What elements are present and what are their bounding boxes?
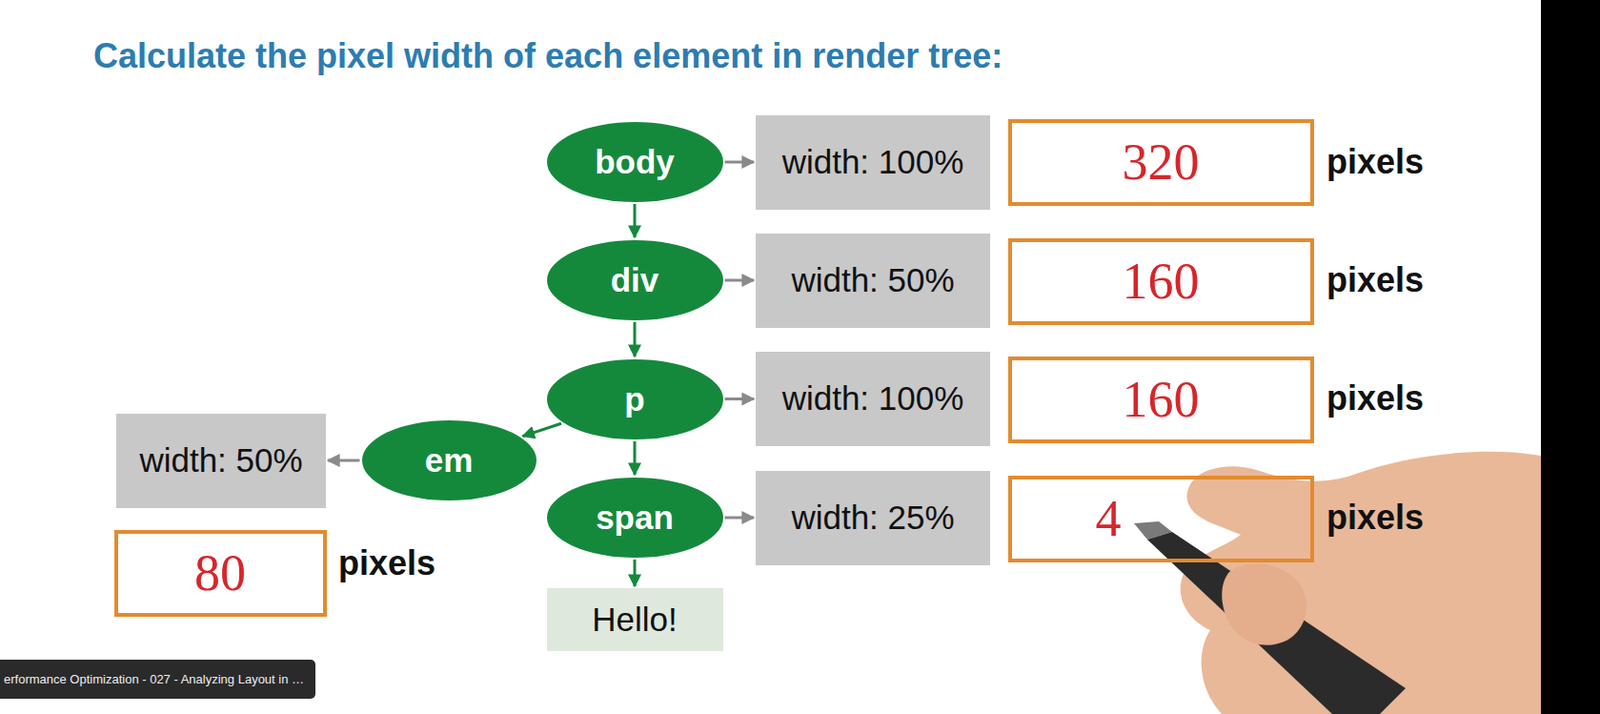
element-ellipse: span — [546, 476, 725, 559]
answer-box: 320 — [1008, 119, 1315, 206]
node-text: width: 100% — [782, 142, 965, 182]
ellipse-fill — [546, 359, 724, 440]
element-ellipse: p — [546, 358, 725, 441]
ellipse-fill — [546, 240, 724, 321]
tree-arrow — [633, 203, 637, 238]
node-text: 4 — [1095, 488, 1122, 548]
element-ellipse: em — [361, 419, 538, 502]
video-tooltip: erformance Optimization - 027 - Analyzin… — [0, 659, 316, 699]
answer-box: 4 — [1008, 475, 1315, 563]
style-box: width: 50% — [116, 413, 326, 508]
tree-arrow — [725, 516, 755, 520]
tree-arrow — [522, 423, 561, 436]
node-text: 160 — [1122, 251, 1200, 311]
node-text: div — [610, 261, 660, 300]
node-text: width: 25% — [790, 498, 954, 537]
answer-box: 160 — [1008, 356, 1315, 444]
node-text: width: 50% — [790, 261, 954, 300]
tree-arrow — [327, 459, 361, 463]
ellipse-fill — [362, 420, 537, 501]
node-text: body — [594, 142, 675, 182]
answer-box: 160 — [1008, 238, 1315, 325]
style-box: width: 100% — [755, 351, 991, 446]
node-text: span — [595, 498, 674, 537]
video-band — [1540, 0, 1600, 714]
node-text: p — [624, 380, 645, 419]
tree-arrow — [633, 559, 637, 587]
node-text: width: 100% — [782, 379, 965, 418]
node-text: em — [425, 441, 474, 480]
style-box: width: 50% — [755, 233, 991, 328]
node-text: Hello! — [591, 600, 677, 639]
node-text: 80 — [194, 543, 246, 603]
diagram-title: Calculate the pixel width of each elemen… — [93, 36, 1003, 77]
unit-label: pixels — [1326, 497, 1424, 538]
tree-arrow — [725, 279, 755, 283]
text-node-box: Hello! — [546, 587, 724, 651]
style-box: width: 100% — [755, 115, 991, 210]
element-ellipse: body — [546, 121, 725, 203]
unit-label: pixels — [1326, 378, 1424, 419]
ellipse-fill — [546, 477, 724, 558]
thumb — [1221, 563, 1307, 645]
node-text: 160 — [1122, 369, 1200, 429]
element-ellipse: div — [546, 239, 725, 322]
unit-label: pixels — [1326, 260, 1424, 301]
tree-arrow — [725, 161, 755, 164]
tree-arrow — [724, 397, 754, 401]
unit-label: pixels — [1326, 141, 1424, 183]
tree-arrow — [633, 441, 637, 475]
tree-arrow — [633, 322, 637, 357]
unit-label: pixels — [338, 543, 436, 584]
answer-box: 80 — [114, 529, 327, 617]
node-text: 320 — [1122, 132, 1200, 192]
style-box: width: 25% — [755, 470, 991, 566]
ellipse-fill — [546, 121, 724, 203]
node-text: width: 50% — [139, 441, 303, 480]
